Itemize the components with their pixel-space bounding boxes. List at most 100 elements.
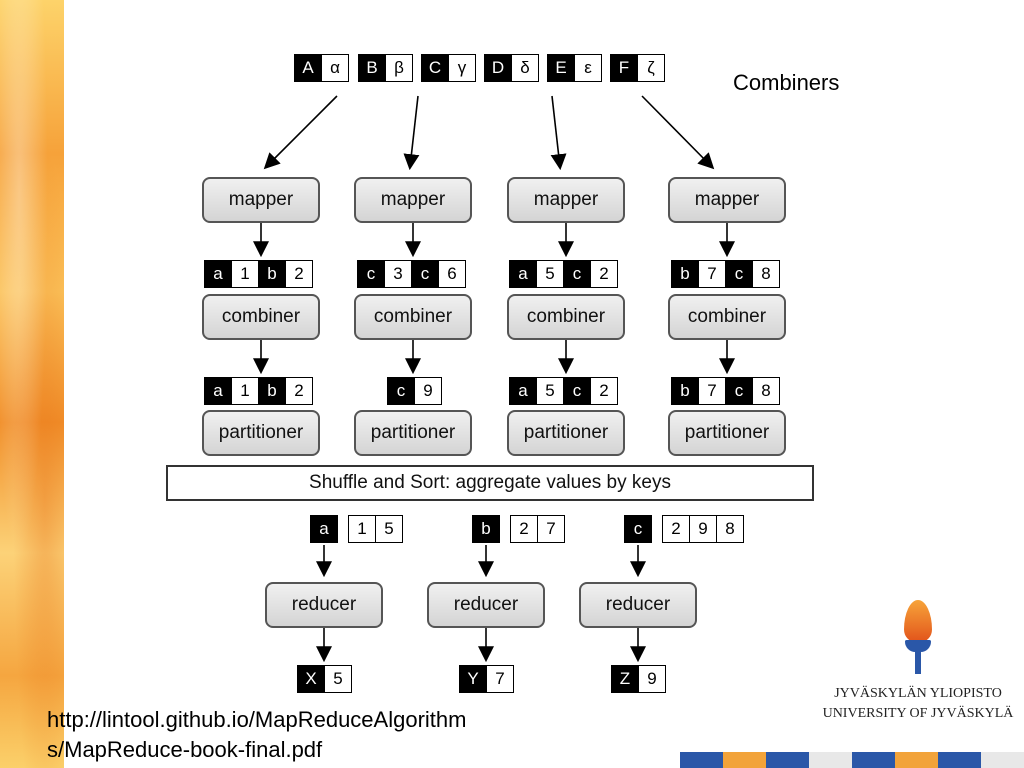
input-pair: C γ: [421, 54, 476, 82]
pair-value: 2: [286, 260, 313, 288]
mapper-output-2: c 3 c 6: [357, 260, 466, 288]
combiner-box-2: combiner: [354, 294, 472, 340]
torch-stem-icon: [915, 652, 921, 674]
spacer: [500, 515, 510, 543]
combiner-output-4: b 7 c 8: [671, 377, 780, 405]
grouped-key-b: b 2 7: [472, 515, 565, 543]
pair-key: X: [297, 665, 325, 693]
arrow-input-to-mapper-3: [550, 95, 567, 171]
pair-value: 7: [699, 377, 726, 405]
pair-key: a: [509, 377, 537, 405]
spacer: [652, 515, 662, 543]
pair-key: b: [671, 377, 699, 405]
decorative-flame-strip: [0, 0, 64, 768]
pair-key: c: [726, 377, 753, 405]
pair-value: 1: [348, 515, 376, 543]
pair-value: 5: [537, 260, 564, 288]
pair-value: 3: [385, 260, 412, 288]
arrow-input-to-mapper-4: [641, 95, 715, 170]
pair-key: a: [204, 260, 232, 288]
combiner-output-2: c 9: [387, 377, 442, 405]
pair-value: 7: [487, 665, 514, 693]
pair-value: α: [322, 54, 349, 82]
partitioner-box-2: partitioner: [354, 410, 472, 456]
mapper-box-4: mapper: [668, 177, 786, 223]
pair-value: γ: [449, 54, 476, 82]
pair-value: 5: [376, 515, 403, 543]
pair-value: 7: [538, 515, 565, 543]
pair-key: c: [387, 377, 415, 405]
input-pair: E ε: [547, 54, 602, 82]
input-pair: D δ: [484, 54, 539, 82]
pair-value: 8: [717, 515, 744, 543]
pair-value: 1: [232, 260, 259, 288]
pair-key: C: [421, 54, 449, 82]
reducer-box-1: reducer: [265, 582, 383, 628]
pair-value: 5: [537, 377, 564, 405]
pair-key: b: [472, 515, 500, 543]
pair-value: 2: [591, 377, 618, 405]
pair-value: ε: [575, 54, 602, 82]
decorative-color-bar: [680, 752, 1024, 768]
pair-key: Y: [459, 665, 487, 693]
pair-key: A: [294, 54, 322, 82]
pair-value: ζ: [638, 54, 665, 82]
pair-key: c: [726, 260, 753, 288]
combiner-output-1: a 1 b 2: [204, 377, 313, 405]
source-url-line-2: s/MapReduce-book-final.pdf: [47, 737, 323, 762]
pair-key: b: [259, 260, 286, 288]
pair-value: 7: [699, 260, 726, 288]
shuffle-and-sort-bar: Shuffle and Sort: aggregate values by ke…: [166, 465, 814, 501]
university-logo: JYVÄSKYLÄN YLIOPISTO UNIVERSITY OF JYVÄS…: [818, 598, 1018, 721]
reducer-box-3: reducer: [579, 582, 697, 628]
source-url[interactable]: http://lintool.github.io/MapReduceAlgori…: [47, 705, 466, 765]
partitioner-box-3: partitioner: [507, 410, 625, 456]
partitioner-box-4: partitioner: [668, 410, 786, 456]
pair-key: c: [357, 260, 385, 288]
final-output-2: Y 7: [459, 665, 514, 693]
spacer: [338, 515, 348, 543]
pair-value: 2: [510, 515, 538, 543]
pair-key: c: [564, 377, 591, 405]
university-name-english: UNIVERSITY OF JYVÄSKYLÄ: [822, 706, 1014, 721]
pair-value: 9: [690, 515, 717, 543]
pair-key: c: [624, 515, 652, 543]
pair-value: 6: [439, 260, 466, 288]
mapper-output-4: b 7 c 8: [671, 260, 780, 288]
pair-key: Z: [611, 665, 639, 693]
mapper-output-1: a 1 b 2: [204, 260, 313, 288]
input-pair: F ζ: [610, 54, 665, 82]
mapper-output-3: a 5 c 2: [509, 260, 618, 288]
arrow-input-to-mapper-2: [403, 95, 420, 171]
combiner-box-1: combiner: [202, 294, 320, 340]
arrow-input-to-mapper-1: [263, 95, 338, 170]
pair-value: β: [386, 54, 413, 82]
input-pair: B β: [358, 54, 413, 82]
pair-value: 2: [591, 260, 618, 288]
pair-key: F: [610, 54, 638, 82]
pair-value: 8: [753, 260, 780, 288]
pair-value: 5: [325, 665, 352, 693]
final-output-1: X 5: [297, 665, 352, 693]
final-output-3: Z 9: [611, 665, 666, 693]
mapper-box-3: mapper: [507, 177, 625, 223]
torch-flame-icon: [904, 600, 932, 642]
combiner-output-3: a 5 c 2: [509, 377, 618, 405]
slide-title: Combiners: [733, 70, 840, 95]
pair-key: b: [259, 377, 286, 405]
pair-key: c: [564, 260, 591, 288]
partitioner-box-1: partitioner: [202, 410, 320, 456]
reducer-box-2: reducer: [427, 582, 545, 628]
combiner-box-3: combiner: [507, 294, 625, 340]
input-pair: A α: [294, 54, 349, 82]
pair-key: a: [310, 515, 338, 543]
grouped-key-a: a 1 5: [310, 515, 403, 543]
pair-key: D: [484, 54, 512, 82]
pair-value: 8: [753, 377, 780, 405]
source-url-line-1: http://lintool.github.io/MapReduceAlgori…: [47, 707, 467, 732]
university-name-finnish: JYVÄSKYLÄN YLIOPISTO: [834, 686, 1002, 701]
pair-key: a: [509, 260, 537, 288]
combiner-box-4: combiner: [668, 294, 786, 340]
pair-value: 1: [232, 377, 259, 405]
